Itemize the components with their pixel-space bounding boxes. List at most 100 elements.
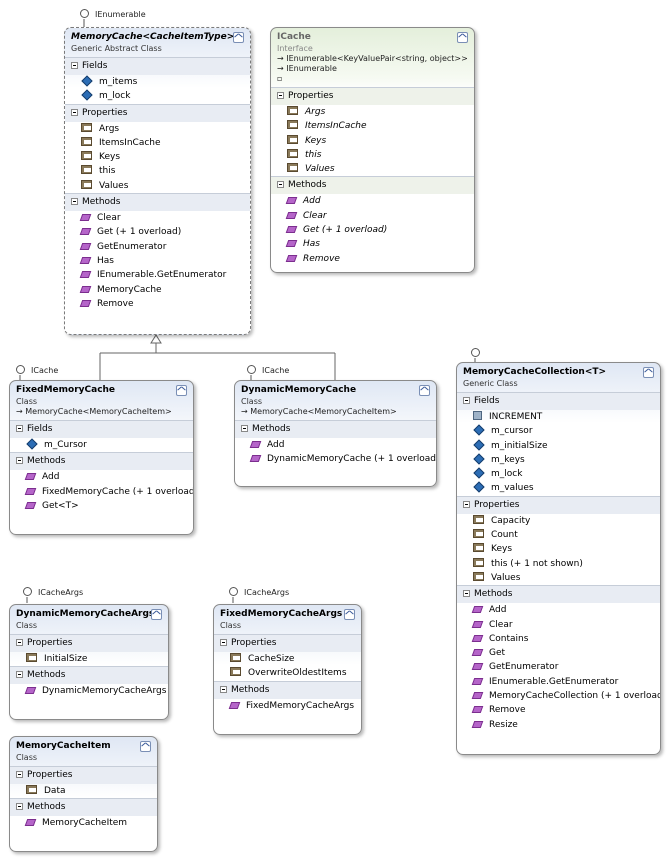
collapse-section-icon[interactable]: [463, 590, 470, 598]
member-row[interactable]: Resize: [457, 718, 660, 732]
member-row[interactable]: IEnumerable.GetEnumerator: [457, 675, 660, 689]
section-header[interactable]: Properties: [10, 635, 168, 652]
class-header[interactable]: MemoryCacheCollection<T>Generic Class: [457, 363, 660, 392]
member-row[interactable]: Add: [235, 438, 436, 452]
collapse-section-icon[interactable]: [71, 198, 78, 206]
member-row[interactable]: MemoryCacheCollection (+ 1 overload): [457, 689, 660, 703]
collapse-chevron-icon[interactable]: [151, 609, 162, 620]
member-row[interactable]: Add: [271, 194, 474, 208]
member-row[interactable]: GetEnumerator: [457, 660, 660, 674]
collapse-chevron-icon[interactable]: [176, 385, 187, 396]
member-row[interactable]: Clear: [457, 618, 660, 632]
member-row[interactable]: Data: [10, 784, 157, 798]
section-header[interactable]: Methods: [65, 194, 250, 212]
section-header[interactable]: Properties: [271, 88, 474, 105]
member-row[interactable]: Get: [457, 646, 660, 660]
section-header[interactable]: Methods: [457, 586, 660, 604]
collapse-section-icon[interactable]: [277, 181, 284, 189]
section-header[interactable]: Methods: [271, 177, 474, 195]
member-row[interactable]: Clear: [271, 209, 474, 223]
member-row[interactable]: m_items: [65, 75, 250, 89]
member-row[interactable]: MemoryCache: [65, 283, 250, 297]
class-memorycache[interactable]: MemoryCache<CacheItemType>Generic Abstra…: [64, 27, 251, 335]
member-row[interactable]: CacheSize: [214, 652, 361, 666]
member-row[interactable]: Count: [457, 528, 660, 542]
member-row[interactable]: Clear: [65, 211, 250, 225]
member-row[interactable]: Has: [271, 237, 474, 251]
member-row[interactable]: this: [271, 148, 474, 162]
collapse-section-icon[interactable]: [463, 500, 470, 508]
member-row[interactable]: MemoryCacheItem: [10, 816, 157, 830]
section-header[interactable]: Methods: [10, 667, 168, 685]
member-row[interactable]: m_values: [457, 481, 660, 495]
member-row[interactable]: Contains: [457, 632, 660, 646]
member-row[interactable]: FixedMemoryCache (+ 1 overload): [10, 485, 193, 499]
section-header[interactable]: Fields: [10, 421, 193, 438]
member-row[interactable]: Args: [65, 122, 250, 136]
collapse-section-icon[interactable]: [241, 425, 248, 432]
collapse-section-icon[interactable]: [71, 108, 78, 116]
member-row[interactable]: Add: [10, 470, 193, 484]
section-header[interactable]: Methods: [10, 453, 193, 471]
collapse-section-icon[interactable]: [463, 397, 470, 404]
class-header[interactable]: MemoryCache<CacheItemType>Generic Abstra…: [65, 28, 250, 57]
collapse-section-icon[interactable]: [16, 803, 23, 811]
member-row[interactable]: this (+ 1 not shown): [457, 557, 660, 571]
section-header[interactable]: Methods: [235, 421, 436, 438]
member-row[interactable]: ItemsInCache: [271, 119, 474, 133]
member-row[interactable]: Remove: [271, 252, 474, 266]
collapse-section-icon[interactable]: [16, 771, 23, 778]
collapse-section-icon[interactable]: [16, 671, 23, 679]
member-row[interactable]: FixedMemoryCacheArgs: [214, 699, 361, 713]
collapse-section-icon[interactable]: [16, 425, 23, 432]
member-row[interactable]: INCREMENT: [457, 410, 660, 424]
member-row[interactable]: Add: [457, 603, 660, 617]
section-header[interactable]: Fields: [457, 393, 660, 410]
section-header[interactable]: Properties: [65, 104, 250, 122]
member-row[interactable]: Remove: [457, 703, 660, 717]
member-row[interactable]: Args: [271, 105, 474, 119]
member-row[interactable]: m_lock: [65, 89, 250, 103]
collapse-chevron-icon[interactable]: [233, 32, 244, 43]
section-header[interactable]: Methods: [214, 681, 361, 699]
expand-icon[interactable]: ▫: [277, 74, 283, 83]
member-row[interactable]: Get<T>: [10, 499, 193, 513]
member-row[interactable]: Get (+ 1 overload): [65, 225, 250, 239]
member-row[interactable]: Values: [457, 571, 660, 585]
collapse-section-icon[interactable]: [71, 62, 78, 69]
member-row[interactable]: Remove: [65, 297, 250, 311]
collapse-section-icon[interactable]: [220, 639, 227, 646]
member-row[interactable]: Capacity: [457, 514, 660, 528]
member-row[interactable]: m_Cursor: [10, 438, 193, 452]
member-row[interactable]: InitialSize: [10, 652, 168, 666]
section-header[interactable]: Fields: [65, 58, 250, 75]
member-row[interactable]: m_keys: [457, 453, 660, 467]
section-header[interactable]: Properties: [457, 496, 660, 514]
member-row[interactable]: DynamicMemoryCacheArgs: [10, 684, 168, 698]
collapse-chevron-icon[interactable]: [140, 741, 151, 752]
section-header[interactable]: Methods: [10, 799, 157, 817]
member-row[interactable]: Has: [65, 254, 250, 268]
member-row[interactable]: GetEnumerator: [65, 240, 250, 254]
member-row[interactable]: OverwriteOldestItems: [214, 666, 361, 680]
member-row[interactable]: IEnumerable.GetEnumerator: [65, 268, 250, 282]
member-row[interactable]: m_initialSize: [457, 438, 660, 453]
collapse-chevron-icon[interactable]: [419, 385, 430, 396]
member-row[interactable]: Get (+ 1 overload): [271, 223, 474, 237]
collapse-chevron-icon[interactable]: [457, 32, 468, 43]
member-row[interactable]: Keys: [271, 134, 474, 148]
member-row[interactable]: Values: [271, 162, 474, 176]
section-header[interactable]: Properties: [10, 767, 157, 784]
member-row[interactable]: this: [65, 164, 250, 178]
collapse-section-icon[interactable]: [16, 639, 23, 646]
